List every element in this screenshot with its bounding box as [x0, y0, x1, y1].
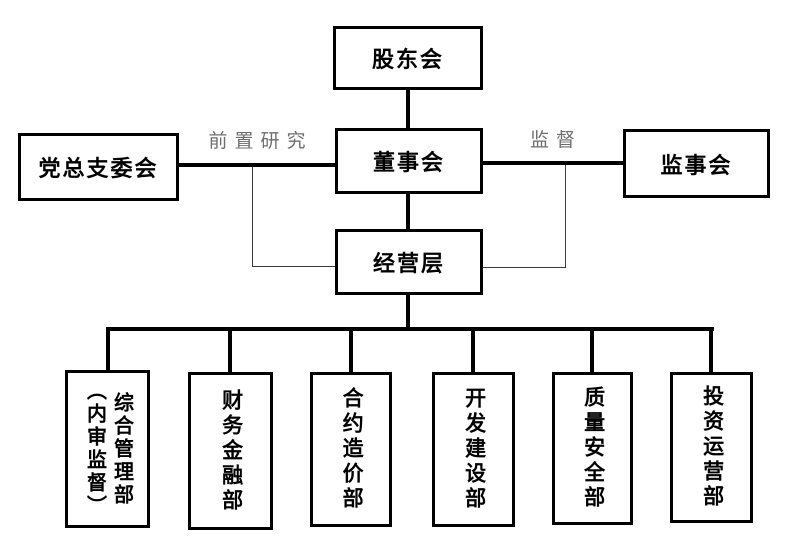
- connector-management-bus: [406, 293, 410, 329]
- connector-drop-dept-2: [228, 329, 232, 374]
- dept-general-management-label: 综合管理部 （内审监督）: [81, 380, 135, 518]
- node-board-of-directors-label: 董事会: [372, 150, 445, 175]
- node-party-committee-label: 党总支委会: [38, 156, 159, 181]
- connector-drop-dept-1: [106, 329, 110, 372]
- dept-finance-label: 财务金融部: [219, 388, 243, 514]
- thin-connector-party-horizontal: [252, 266, 336, 267]
- dept-general-management-main: 综合管理部: [110, 391, 133, 507]
- node-management-label: 经营层: [372, 251, 445, 276]
- node-shareholders-label: 股东会: [371, 47, 444, 72]
- thin-connector-supervisory-horizontal: [482, 267, 566, 268]
- node-board-of-directors: 董事会: [335, 128, 483, 194]
- node-party-committee: 党总支委会: [18, 133, 179, 201]
- dept-investment-operations: 投资运营部: [670, 372, 753, 523]
- dept-quality-safety-label: 质量安全部: [581, 386, 605, 511]
- connector-shareholders-board: [406, 88, 410, 130]
- dept-development-construction: 开发建设部: [432, 372, 515, 527]
- node-supervisory-board: 监事会: [623, 129, 770, 198]
- dept-contract-cost: 合约造价部: [310, 372, 392, 527]
- edge-label-pre-research: 前置研究: [208, 131, 313, 152]
- dept-contract-cost-label: 合约造价部: [340, 387, 364, 512]
- connector-drop-dept-3: [349, 329, 353, 374]
- dept-general-management-sub: （内审监督）: [83, 380, 106, 518]
- dept-finance: 财务金融部: [188, 372, 273, 530]
- connector-party-board: [177, 163, 337, 167]
- thin-connector-supervisory-vertical: [565, 165, 566, 267]
- dept-investment-operations-label: 投资运营部: [700, 385, 724, 510]
- edge-label-supervision: 监督: [529, 130, 582, 151]
- thin-connector-party-vertical: [252, 167, 253, 266]
- connector-board-supervisory: [481, 161, 625, 165]
- dept-general-management: 综合管理部 （内审监督）: [65, 370, 150, 528]
- node-shareholders: 股东会: [333, 26, 483, 90]
- node-management: 经营层: [335, 229, 483, 295]
- connector-departments-bus: [106, 327, 714, 331]
- dept-quality-safety: 质量安全部: [552, 372, 633, 525]
- node-supervisory-board-label: 监事会: [660, 152, 733, 178]
- connector-drop-dept-4: [471, 329, 475, 374]
- connector-drop-dept-5: [590, 329, 594, 374]
- connector-drop-dept-6: [709, 329, 713, 374]
- dept-development-construction-label: 开发建设部: [462, 387, 486, 512]
- connector-board-management: [406, 192, 410, 231]
